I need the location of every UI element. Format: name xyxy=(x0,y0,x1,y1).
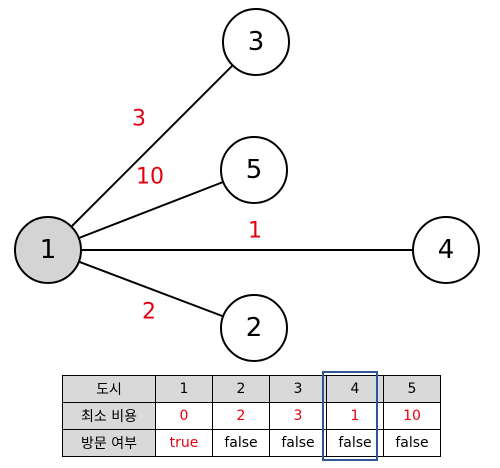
city-cell-1: 1 xyxy=(155,375,213,403)
visited-cell-3: false xyxy=(269,429,327,457)
node-label-4: 4 xyxy=(438,235,455,265)
dijkstra-table: 도시 1 2 3 4 5 최소 비용 0 2 3 1 10 방문 여부 true… xyxy=(62,375,441,457)
node-5: 5 xyxy=(220,136,288,204)
edge-weight-1-3: 3 xyxy=(132,107,146,132)
edge-1-5 xyxy=(47,169,255,251)
cost-cell-5: 10 xyxy=(383,402,441,430)
node-circle-1 xyxy=(14,216,82,284)
cost-cell-2: 2 xyxy=(212,402,270,430)
node-label-2: 2 xyxy=(246,313,263,343)
edge-1-3 xyxy=(47,41,257,251)
visited-cell-5: false xyxy=(383,429,441,457)
city-cell-5: 5 xyxy=(383,375,441,403)
city-cell-3: 3 xyxy=(269,375,327,403)
cost-cell-3: 3 xyxy=(269,402,327,430)
node-circle-4 xyxy=(412,216,480,284)
cost-cell-4: 1 xyxy=(326,402,384,430)
city-cell-2: 2 xyxy=(212,375,270,403)
row-header-visited: 방문 여부 xyxy=(62,429,156,457)
table-row-min-cost: 최소 비용 0 2 3 1 10 xyxy=(62,402,441,430)
edge-labels-layer: 3 10 1 2 xyxy=(132,107,262,325)
node-label-1: 1 xyxy=(40,235,57,265)
node-circle-5 xyxy=(220,136,288,204)
city-cell-4: 4 xyxy=(326,375,384,403)
edge-weight-1-5: 10 xyxy=(136,165,164,190)
node-1: 1 xyxy=(14,216,82,284)
node-circle-2 xyxy=(220,294,288,362)
table-row-visited: 방문 여부 true false false false false xyxy=(62,429,441,457)
visited-cell-2: false xyxy=(212,429,270,457)
visited-cell-4: false xyxy=(326,429,384,457)
graph-diagram: 3 10 1 2 1 2 3 4 5 xyxy=(14,8,480,362)
edge-weight-1-4: 1 xyxy=(248,219,262,244)
node-2: 2 xyxy=(220,294,288,362)
cost-cell-1: 0 xyxy=(155,402,213,430)
node-label-5: 5 xyxy=(246,155,263,185)
node-4: 4 xyxy=(412,216,480,284)
edge-1-2 xyxy=(47,249,255,329)
visited-cell-1: true xyxy=(155,429,213,457)
edge-weight-1-2: 2 xyxy=(142,300,156,325)
row-header-min-cost: 최소 비용 xyxy=(62,402,156,430)
edges-layer xyxy=(47,41,446,329)
row-header-city: 도시 xyxy=(62,375,156,403)
nodes-layer: 1 2 3 4 5 xyxy=(14,8,480,362)
table-row-city: 도시 1 2 3 4 5 xyxy=(62,375,441,403)
node-3: 3 xyxy=(222,8,290,76)
node-label-3: 3 xyxy=(248,27,265,57)
node-circle-3 xyxy=(222,8,290,76)
